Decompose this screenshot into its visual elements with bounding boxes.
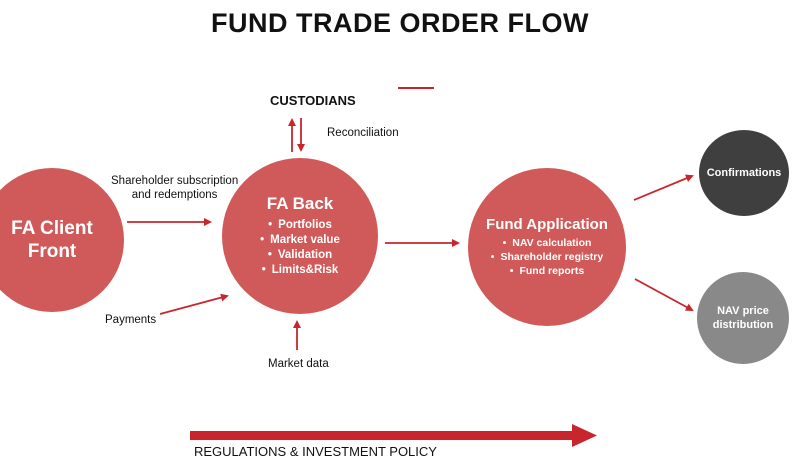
- back-title: FA Back: [266, 194, 334, 213]
- regulations-arrow-body: [190, 431, 572, 440]
- nav-line1: NAV price: [717, 305, 769, 317]
- regulations-label: REGULATIONS & INVESTMENT POLICY: [194, 444, 437, 459]
- back-item: Market value: [260, 233, 340, 248]
- fa-client-front-node: FA Client Front: [0, 168, 124, 312]
- arrow-fundapp-to-nav: [634, 278, 694, 311]
- market-data-label: Market data: [268, 358, 329, 370]
- nav-line2: distribution: [712, 319, 774, 331]
- regulations-arrow-head: [572, 424, 597, 447]
- nav-price-distribution-node: NAV price distribution: [697, 272, 789, 364]
- fundapp-item: Shareholder registry: [491, 250, 603, 264]
- fund-application-node: Fund Application NAV calculation Shareho…: [468, 168, 626, 326]
- fundapp-item: NAV calculation: [491, 236, 603, 250]
- confirmations-label: Confirmations: [706, 167, 782, 179]
- reconciliation-label: Reconciliation: [327, 127, 399, 139]
- confirmations-node: Confirmations: [699, 130, 789, 216]
- back-item: Limits&Risk: [260, 263, 340, 278]
- fa-back-node: FA Back Portfolios Market value Validati…: [222, 158, 378, 314]
- custodians-label: CUSTODIANS: [270, 93, 356, 108]
- shareholder-line2: and redemptions: [131, 189, 218, 201]
- shareholder-line1: Shareholder subscription: [111, 175, 239, 187]
- fundapp-title: Fund Application: [486, 216, 608, 233]
- client-line1: FA Client: [11, 218, 93, 239]
- payments-label: Payments: [105, 314, 157, 326]
- fundapp-list: NAV calculation Shareholder registry Fun…: [491, 236, 603, 278]
- arrow-fundapp-to-confirmations: [633, 174, 694, 201]
- diagram-title: FUND TRADE ORDER FLOW: [211, 8, 589, 38]
- back-item: Validation: [260, 248, 340, 263]
- back-list: Portfolios Market value Validation Limit…: [260, 218, 340, 278]
- arrow-payments-to-back: [159, 293, 229, 315]
- back-item: Portfolios: [260, 218, 340, 233]
- fundapp-item: Fund reports: [491, 264, 603, 278]
- client-line2: Front: [27, 241, 77, 262]
- shareholder-label: Shareholder subscription and redemptions: [111, 174, 238, 202]
